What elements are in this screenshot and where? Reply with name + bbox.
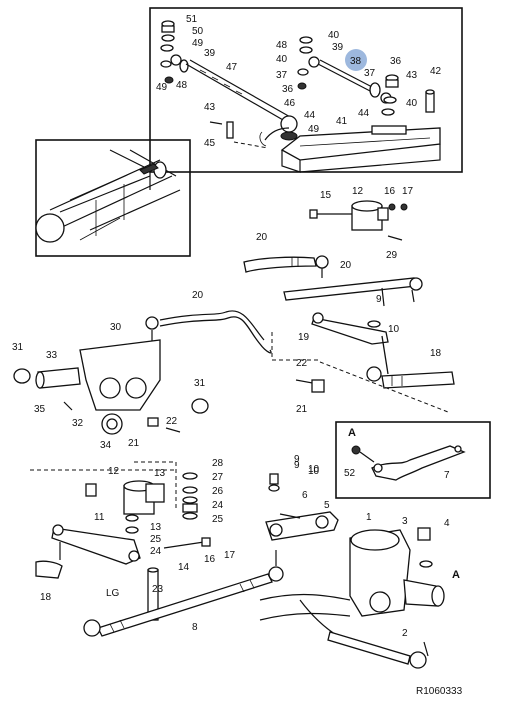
tie-rod-inset — [160, 20, 441, 173]
callout: 10 — [388, 324, 400, 335]
callout: 8 — [192, 622, 198, 633]
callout: 12 — [352, 186, 364, 197]
callout: 13 — [154, 468, 166, 479]
callout: 20 — [340, 260, 352, 271]
callout: LG — [106, 588, 120, 599]
chassis-overview — [35, 149, 181, 243]
callout: 35 — [34, 404, 46, 415]
callout: 29 — [386, 250, 398, 261]
callout: 52 — [344, 468, 356, 479]
figure-id: R1060333 — [416, 686, 463, 697]
callout: 45 — [204, 138, 216, 149]
callout: 44 — [358, 108, 370, 119]
drag-link-assembly — [145, 200, 455, 413]
callout: 33 — [46, 350, 58, 361]
callout: 22 — [296, 358, 308, 369]
callout: 32 — [72, 418, 84, 429]
callout: 2 — [402, 628, 408, 639]
callout: 21 — [296, 404, 308, 415]
callout: 9 — [294, 460, 300, 471]
callout: 37 — [364, 68, 376, 79]
callout: 10 — [308, 464, 320, 475]
callout: 47 — [226, 62, 238, 73]
callout: 9 — [376, 294, 382, 305]
callout: 19 — [298, 332, 310, 343]
callout: 7 — [444, 470, 450, 481]
callouts-main: 15 12 16 17 20 29 20 19 10 9 20 30 18 31… — [12, 186, 460, 639]
callout: 16 — [384, 186, 396, 197]
tie-rod-lower — [83, 550, 284, 637]
callout: 27 — [212, 472, 224, 483]
inset-frame-chassis — [35, 139, 191, 257]
callout: 46 — [284, 98, 296, 109]
callouts-inset-top: 51 50 49 39 48 49 47 40 48 40 39 37 38 3… — [156, 14, 442, 149]
callout: 50 — [192, 26, 204, 37]
inset-frame-detail-a — [335, 421, 491, 499]
callout: 40 — [328, 30, 340, 41]
callout: 43 — [406, 70, 418, 81]
callout: 24 — [212, 500, 224, 511]
callout: 25 — [212, 514, 224, 525]
callout: 39 — [204, 48, 216, 59]
callout: 22 — [166, 416, 178, 427]
callout: 12 — [108, 466, 120, 477]
callout: 20 — [192, 290, 204, 301]
callout: 28 — [212, 458, 224, 469]
callout: 23 — [152, 584, 164, 595]
callout: 31 — [194, 378, 206, 389]
callout: 51 — [186, 14, 198, 25]
callout: 39 — [332, 42, 344, 53]
callout: 43 — [204, 102, 216, 113]
callout: A — [452, 569, 460, 581]
idler-bracket-assembly — [13, 339, 209, 435]
callout: 13 — [150, 522, 162, 533]
callout: 42 — [430, 66, 442, 77]
callout: 20 — [256, 232, 268, 243]
callout: 37 — [276, 70, 288, 81]
callout: 49 — [192, 38, 204, 49]
callout: 24 — [150, 546, 162, 557]
callout: 44 — [304, 110, 316, 121]
callout: 36 — [390, 56, 402, 67]
callout: 3 — [402, 516, 408, 527]
callout: 17 — [402, 186, 414, 197]
callout: 15 — [320, 190, 332, 201]
callout: A — [348, 427, 356, 439]
detail-a-lever — [351, 445, 466, 481]
callout: 49 — [308, 124, 320, 135]
callout: 48 — [276, 40, 288, 51]
callout: 40 — [406, 98, 418, 109]
callout: 6 — [302, 490, 308, 501]
callout: 40 — [276, 54, 288, 65]
callout: 49 — [156, 82, 168, 93]
callout: 9 — [294, 454, 300, 465]
callout: 48 — [176, 80, 188, 91]
callout: 11 — [94, 512, 105, 523]
axle-spindle-assembly — [259, 473, 445, 669]
callout: 30 — [110, 322, 122, 333]
callout: 1 — [366, 512, 372, 523]
callout: 16 — [204, 554, 216, 565]
callout: 26 — [212, 486, 224, 497]
callout: 4 — [444, 518, 450, 529]
callout: 18 — [40, 592, 52, 603]
callout: 10 — [308, 466, 320, 477]
callout: 36 — [282, 84, 294, 95]
callout: 25 — [150, 534, 162, 545]
callout: 31 — [12, 342, 24, 353]
callout: 18 — [430, 348, 442, 359]
callout: 17 — [224, 550, 236, 561]
callout: 5 — [324, 500, 330, 511]
callout: 38 — [350, 56, 362, 67]
highlight-marker — [345, 49, 367, 71]
steering-box-lower — [30, 461, 211, 621]
callout: 21 — [128, 438, 140, 449]
callout: 14 — [178, 562, 190, 573]
callout: 41 — [336, 116, 348, 127]
callout: 34 — [100, 440, 112, 451]
